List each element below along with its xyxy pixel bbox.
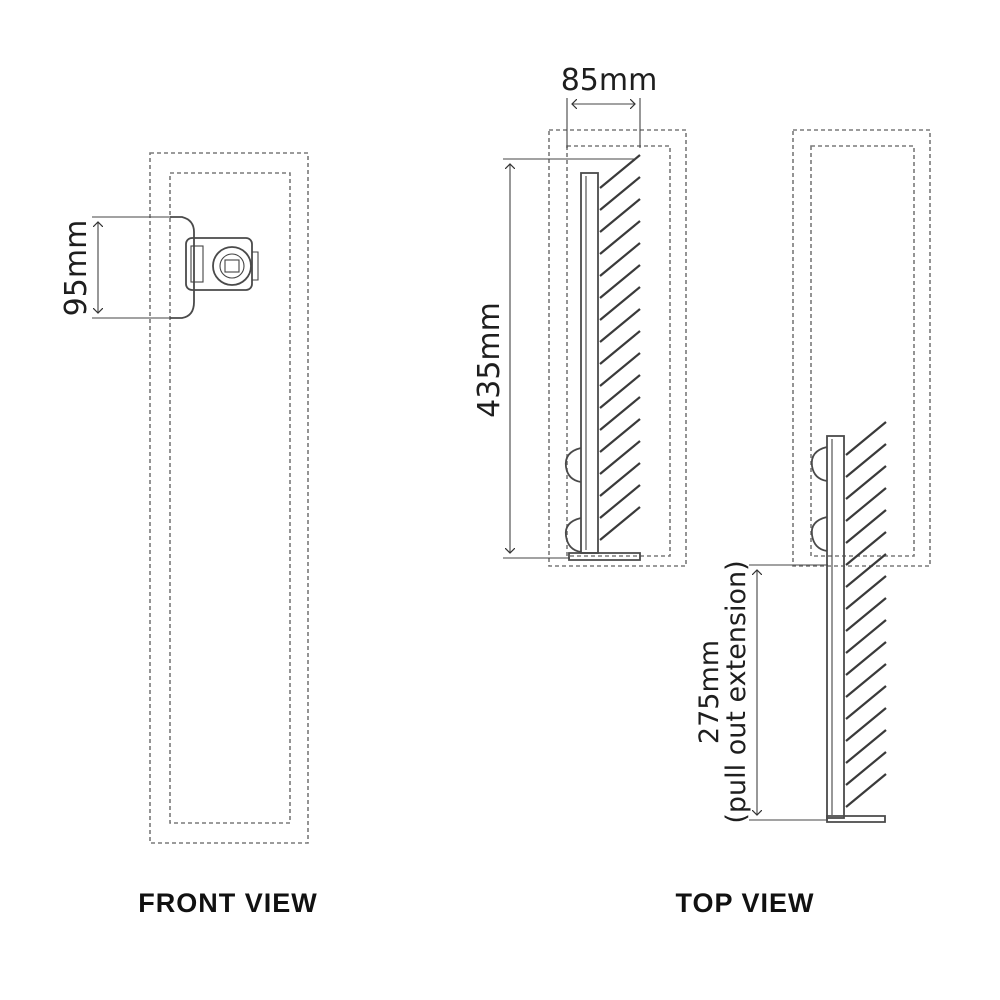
mounting-bracket-icon: [170, 216, 259, 319]
cabinet-outline-inner: [566, 145, 671, 557]
top-view-closed: 85mm 435mm TOP VIEW: [472, 63, 814, 918]
front-view-caption: FRONT VIEW: [138, 888, 318, 918]
hanging-rods: [599, 154, 641, 541]
front-view: 95mm FRONT VIEW: [59, 152, 318, 918]
base-plate: [826, 815, 886, 823]
dimension-275mm: 275mm (pull out extension): [694, 560, 828, 824]
cabinet-outline-outer: [548, 129, 687, 567]
roller-icon: [564, 517, 582, 553]
dimension-label-95mm: 95mm: [59, 220, 94, 317]
rail-profile: [826, 435, 845, 819]
top-view-extended: 275mm (pull out extension): [694, 129, 931, 824]
roller-icon: [810, 516, 828, 552]
dimension-85mm: 85mm: [561, 63, 658, 148]
top-view-caption: TOP VIEW: [675, 888, 814, 918]
dimension-435mm: 435mm: [472, 158, 636, 559]
cabinet-outline-outer: [792, 129, 931, 567]
dimension-label-85mm: 85mm: [561, 63, 658, 98]
dimension-label-pull-out-extension: (pull out extension): [721, 560, 752, 823]
hanging-rods: [845, 421, 887, 808]
dimension-95mm: 95mm: [59, 216, 172, 319]
roller-icon: [564, 447, 582, 483]
rail-profile: [580, 172, 599, 554]
dimension-label-435mm: 435mm: [472, 302, 507, 418]
cabinet-outline-inner: [810, 145, 915, 557]
dimension-label-275mm: 275mm: [694, 640, 725, 744]
cabinet-outline-outer: [149, 152, 309, 844]
cabinet-outline-inner: [169, 172, 291, 824]
roller-icon: [810, 446, 828, 482]
